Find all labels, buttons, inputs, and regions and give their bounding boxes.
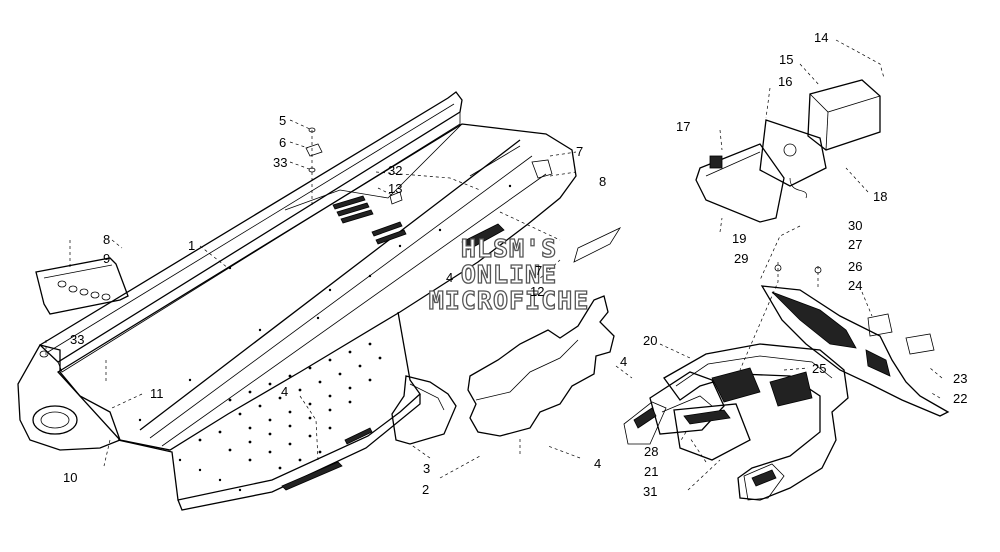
callout-12: 12 bbox=[530, 284, 545, 299]
callout-4-tunnel: 4 bbox=[281, 384, 289, 399]
callout-17: 17 bbox=[676, 119, 691, 134]
flap-guard-part bbox=[467, 295, 615, 437]
callout-15: 15 bbox=[779, 52, 794, 67]
perforated-plate-part bbox=[35, 257, 129, 315]
callout-22: 22 bbox=[953, 391, 968, 406]
hardware-small-parts bbox=[39, 127, 935, 358]
callout-7-center: 7 bbox=[535, 263, 543, 278]
callout-19: 19 bbox=[732, 231, 747, 246]
watermark-line-2: ONLINE bbox=[460, 260, 558, 289]
callout-6: 6 bbox=[279, 135, 287, 150]
callout-21: 21 bbox=[644, 464, 659, 479]
callout-8-left: 8 bbox=[103, 232, 111, 247]
tunnel-chassis-part bbox=[17, 91, 577, 511]
callout-33-left: 33 bbox=[70, 332, 85, 347]
watermark-text: HLSM'S ONLINE MICROFICHE bbox=[394, 234, 624, 315]
callout-24: 24 bbox=[848, 278, 863, 293]
callout-3: 3 bbox=[423, 461, 431, 476]
stud-dot-pattern bbox=[138, 184, 512, 492]
watermark-line-3: MICROFICHE bbox=[428, 286, 590, 315]
callout-7-top: 7 bbox=[576, 144, 584, 159]
rear-bumper-grab-bar-part bbox=[623, 343, 849, 501]
callout-16: 16 bbox=[778, 74, 793, 89]
callout-1: 1 bbox=[188, 238, 196, 253]
callout-26: 26 bbox=[848, 259, 863, 274]
callout-9: 9 bbox=[103, 251, 111, 266]
callout-29: 29 bbox=[734, 251, 749, 266]
callout-27: 27 bbox=[848, 237, 863, 252]
callout-30: 30 bbox=[848, 218, 863, 233]
callout-4-flap: 4 bbox=[594, 456, 602, 471]
callout-11: 11 bbox=[150, 386, 164, 401]
callout-31: 31 bbox=[643, 484, 658, 499]
callout-4-center: 4 bbox=[446, 270, 454, 285]
watermark-line-1: HLSM'S bbox=[460, 234, 558, 263]
callout-25: 25 bbox=[812, 361, 827, 376]
callout-33-top: 33 bbox=[273, 155, 288, 170]
callout-28: 28 bbox=[644, 444, 659, 459]
vent-slots bbox=[332, 195, 407, 245]
callout-13: 13 bbox=[388, 181, 403, 196]
snow-flap-part bbox=[760, 285, 950, 417]
callout-8-top: 8 bbox=[599, 174, 607, 189]
callout-20: 20 bbox=[643, 333, 658, 348]
bracket-part bbox=[391, 375, 457, 445]
callout-10: 10 bbox=[63, 470, 78, 485]
callout-18: 18 bbox=[873, 189, 888, 204]
taillight-assembly-part bbox=[695, 79, 881, 223]
callout-32: 32 bbox=[388, 163, 403, 178]
leader-lines bbox=[45, 39, 943, 491]
callout-4-bumper: 4 bbox=[620, 354, 628, 369]
callout-5: 5 bbox=[279, 113, 287, 128]
callout-2: 2 bbox=[422, 482, 430, 497]
callout-23: 23 bbox=[953, 371, 968, 386]
callout-14: 14 bbox=[814, 30, 829, 45]
